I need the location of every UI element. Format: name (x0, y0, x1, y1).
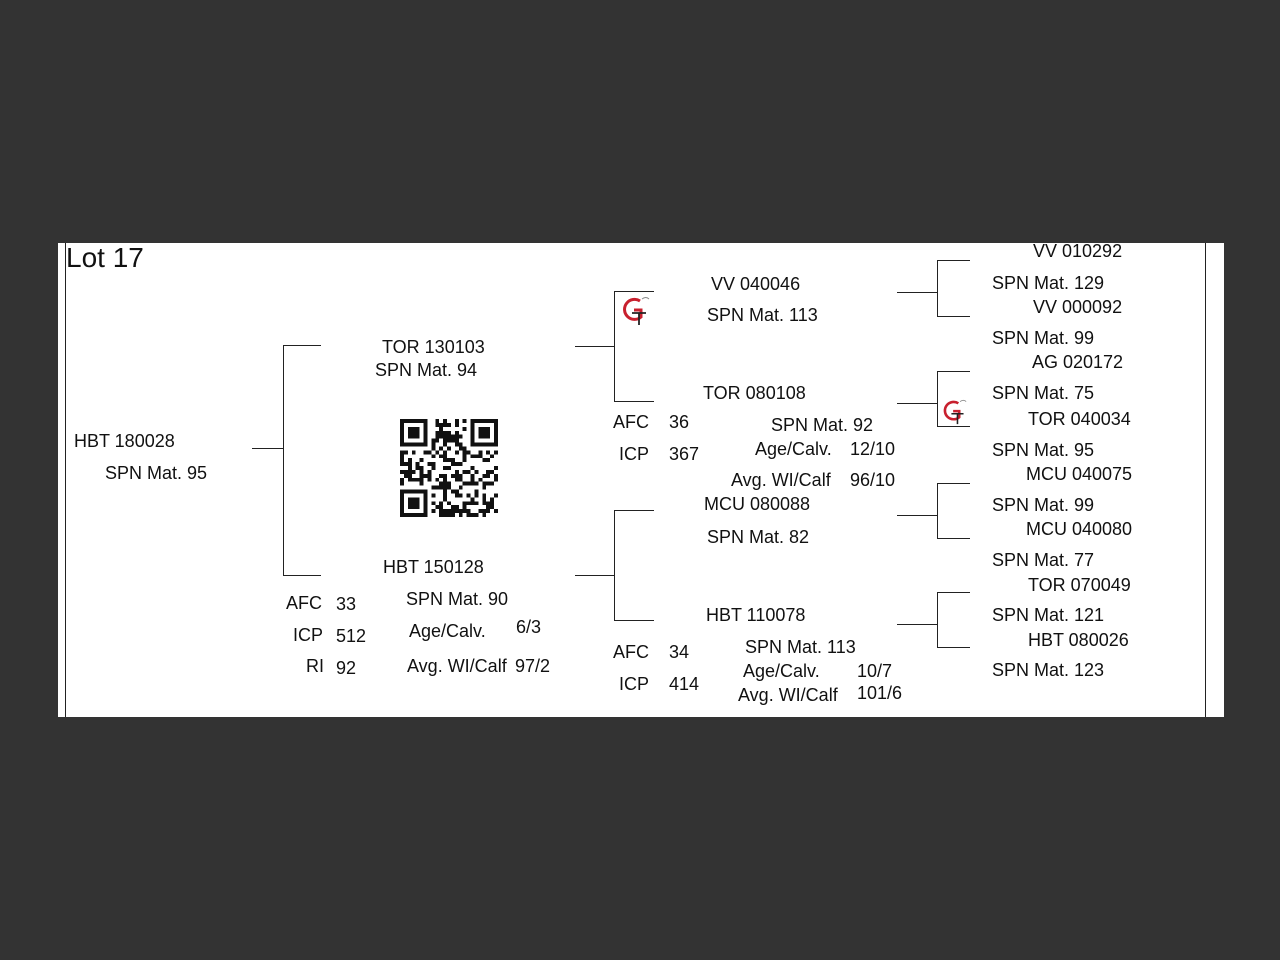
dam-dam-icp: 414 (669, 674, 700, 694)
dam-dam-afc: 34 (669, 642, 690, 662)
connector (283, 575, 321, 576)
connector (937, 371, 970, 372)
sire-dam-id: TOR 080108 (703, 383, 806, 403)
connector (937, 647, 970, 648)
connector (937, 592, 938, 648)
connector (937, 592, 970, 593)
sire-dam-icp: 367 (669, 444, 700, 464)
gt-logo-icon (943, 399, 967, 425)
connector (283, 345, 321, 346)
dam-wi-label: Avg. WI/Calf (407, 656, 507, 676)
ssd-spn: SPN Mat. 99 (992, 328, 1095, 348)
dam-sire-id: MCU 080088 (704, 494, 811, 514)
dam-dam-wi-label: Avg. WI/Calf (738, 685, 838, 705)
ssd-id: VV 000092 (1033, 297, 1123, 317)
connector (937, 426, 970, 427)
dam-dam-age-label: Age/Calv. (743, 661, 820, 681)
sire-dam-wi-label: Avg. WI/Calf (731, 470, 831, 490)
dam-sire-spn: SPN Mat. 82 (707, 527, 810, 547)
dsd-id: MCU 040080 (1026, 519, 1133, 539)
sds-spn: SPN Mat. 75 (992, 383, 1095, 403)
connector (614, 510, 615, 621)
dds-spn: SPN Mat. 121 (992, 605, 1105, 625)
dam-icp-label: ICP (293, 625, 324, 645)
connector (575, 346, 614, 347)
dam-dam-spn: SPN Mat. 113 (745, 637, 856, 657)
dam-ri: 92 (336, 658, 357, 678)
connector (937, 538, 970, 539)
sds-id: AG 020172 (1032, 352, 1124, 372)
dam-dam-afc-label: AFC (613, 642, 649, 662)
dam-ri-label: RI (306, 656, 324, 676)
sire-dam-age: 12/10 (850, 439, 896, 459)
dam-afc: 33 (336, 594, 357, 614)
dam-afc-label: AFC (286, 593, 322, 613)
dsd-spn: SPN Mat. 77 (992, 550, 1095, 570)
sss-id: VV 010292 (1033, 243, 1123, 261)
dam-dam-age: 10/7 (857, 661, 893, 681)
connector (614, 291, 654, 292)
sss-spn: SPN Mat. 129 (992, 273, 1105, 293)
connector (614, 510, 654, 511)
sire-sire-id: VV 040046 (711, 274, 801, 294)
qr-code-icon (400, 419, 498, 517)
connector (897, 403, 937, 404)
dam-icp: 512 (336, 626, 367, 646)
sire-dam-spn: SPN Mat. 92 (771, 415, 874, 435)
dam-age: 6/3 (516, 617, 542, 637)
sdd-spn: SPN Mat. 95 (992, 440, 1095, 460)
sdd-id: TOR 040034 (1028, 409, 1131, 429)
dam-wi: 97/2 (515, 656, 551, 676)
connector (897, 624, 937, 625)
connector (897, 515, 937, 516)
pedigree-sheet: Lot 17 HBT 180028 SPN Mat. 95 TOR 130103… (58, 243, 1224, 717)
animal-id: HBT 180028 (74, 431, 175, 451)
lot-title: Lot 17 (66, 243, 144, 273)
connector (937, 483, 970, 484)
connector (937, 260, 970, 261)
connector (937, 483, 938, 539)
dam-spn: SPN Mat. 90 (406, 589, 509, 609)
sire-dam-icp-label: ICP (619, 444, 650, 464)
animal-spn: SPN Mat. 95 (105, 463, 208, 483)
sire-dam-afc: 36 (669, 412, 690, 432)
right-border (1205, 243, 1206, 717)
dam-id: HBT 150128 (383, 557, 484, 577)
connector (937, 316, 970, 317)
dam-dam-icp-label: ICP (619, 674, 650, 694)
dam-dam-wi: 101/6 (857, 683, 903, 703)
connector (614, 401, 654, 402)
connector (283, 345, 284, 576)
sire-id: TOR 130103 (382, 337, 485, 357)
connector (937, 371, 938, 427)
dam-dam-id: HBT 110078 (706, 605, 806, 625)
ddd-spn: SPN Mat. 123 (992, 660, 1105, 680)
connector (897, 292, 937, 293)
connector (614, 291, 615, 402)
connector (252, 448, 283, 449)
sire-spn: SPN Mat. 94 (375, 360, 478, 380)
connector (575, 575, 614, 576)
sire-sire-spn: SPN Mat. 113 (707, 305, 818, 325)
dam-age-label: Age/Calv. (409, 621, 486, 641)
sire-dam-age-label: Age/Calv. (755, 439, 832, 459)
left-border (65, 243, 66, 717)
dss-id: MCU 040075 (1026, 464, 1133, 484)
connector (614, 620, 654, 621)
sire-dam-afc-label: AFC (613, 412, 649, 432)
ddd-id: HBT 080026 (1028, 630, 1129, 650)
gt-logo-icon (623, 297, 650, 325)
dss-spn: SPN Mat. 99 (992, 495, 1095, 515)
dds-id: TOR 070049 (1028, 575, 1131, 595)
sire-dam-wi: 96/10 (850, 470, 896, 490)
connector (937, 260, 938, 317)
